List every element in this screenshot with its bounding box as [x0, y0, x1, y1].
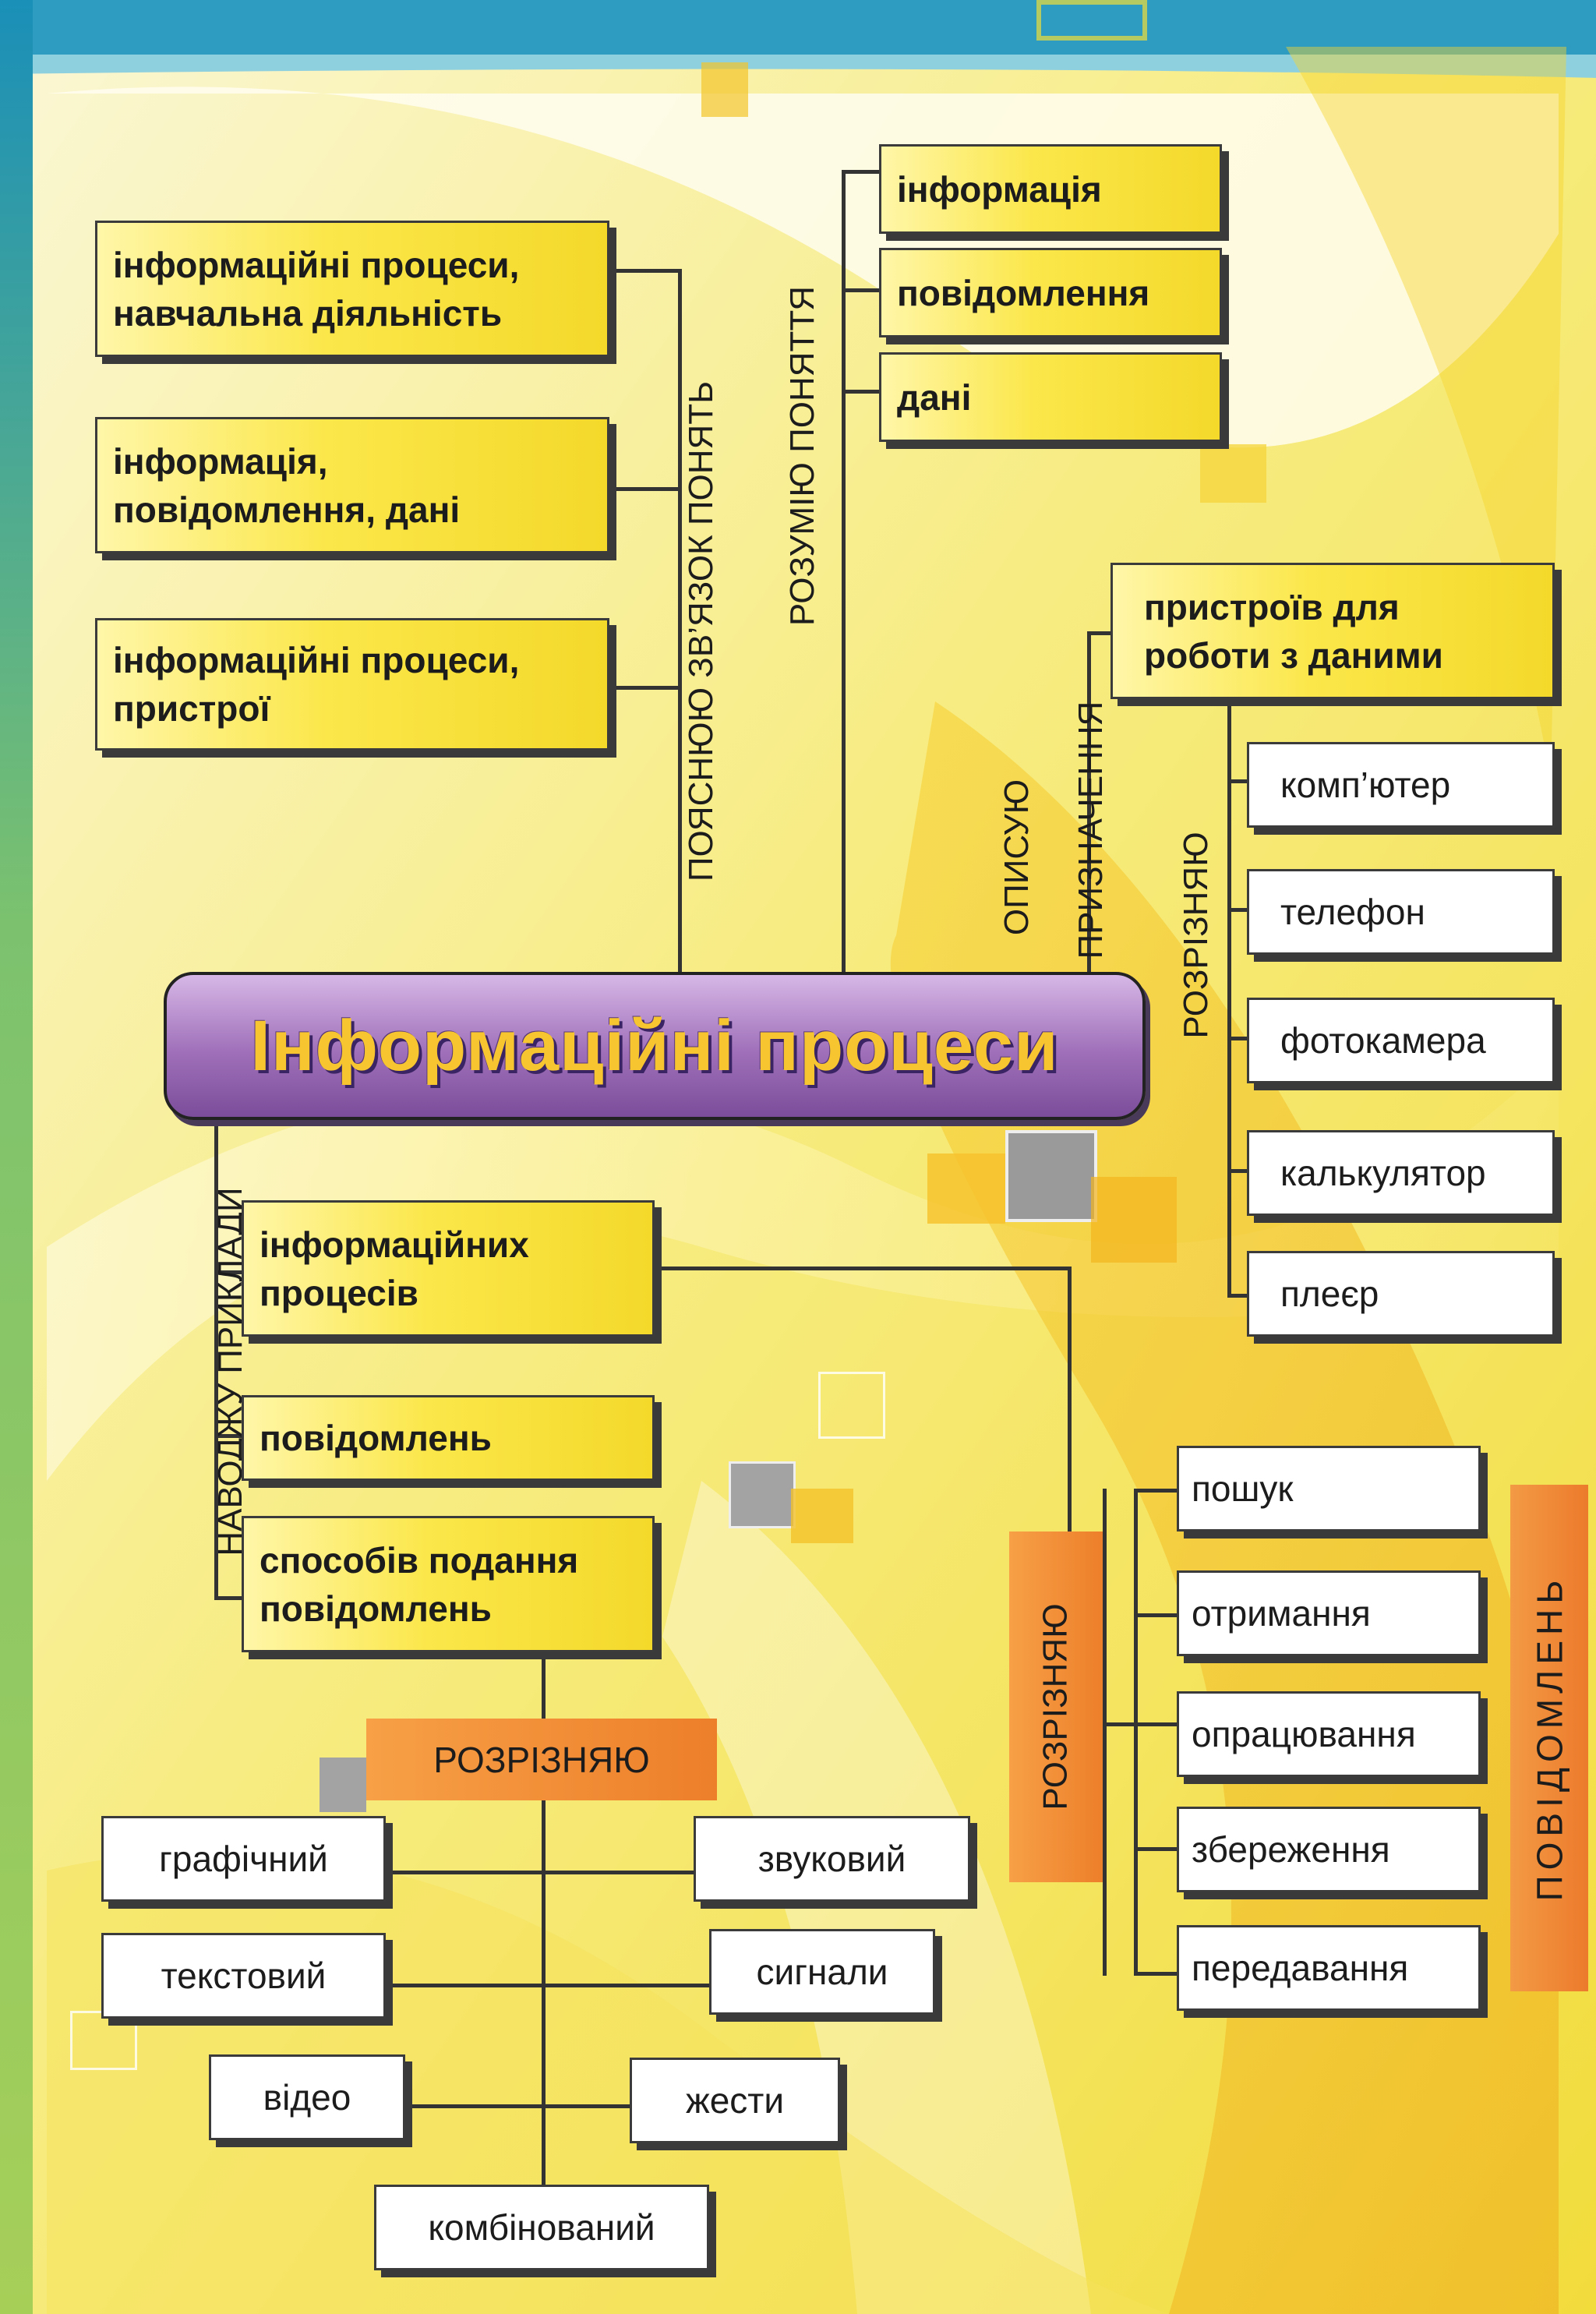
explain-item: інформація, повідомлення, дані: [95, 417, 609, 553]
device-item: телефон: [1247, 869, 1555, 955]
decorative-square: [701, 62, 748, 117]
title-banner: Інформаційні процеси: [164, 972, 1146, 1120]
connector: [608, 487, 680, 491]
connector: [1134, 1972, 1177, 1976]
process-item: опрацювання: [1177, 1691, 1481, 1777]
decorative-square: [729, 1461, 796, 1528]
method-item: сигнали: [709, 1929, 935, 2015]
label-distinguish-devices: РОЗРІЗНЯЮ: [1177, 807, 1216, 1064]
device-item: комп’ютер: [1247, 742, 1555, 828]
device-item: фотокамера: [1247, 998, 1555, 1083]
decorative-square: [1005, 1130, 1097, 1222]
connector: [386, 1984, 713, 1987]
example-item: інформаційних процесів: [242, 1200, 655, 1337]
connector: [1103, 1489, 1107, 1976]
device-item: калькулятор: [1247, 1130, 1555, 1216]
label-distinguish-methods: РОЗРІЗНЯЮ: [366, 1719, 717, 1800]
describe-target: пристроїв для роботи з даними: [1110, 563, 1555, 699]
decorative-square: [791, 1489, 853, 1543]
process-item: збереження: [1177, 1807, 1481, 1892]
connector: [842, 390, 881, 394]
diagram-title: Інформаційні процеси: [250, 1005, 1058, 1087]
decorative-square: [1091, 1177, 1177, 1263]
method-item: звуковий: [694, 1816, 970, 1902]
method-item: текстовий: [101, 1933, 386, 2019]
method-item: графічний: [101, 1816, 386, 1902]
connector: [608, 686, 680, 690]
label-distinguish-processes: РОЗРІЗНЯЮ: [1009, 1531, 1103, 1882]
method-item: жести: [630, 2058, 840, 2143]
label-describe-line1: ОПИСУЮ: [998, 740, 1036, 974]
decorative-square: [927, 1153, 1005, 1224]
label-explain: ПОЯСНЮЮ ЗВ’ЯЗОК ПОНЯТЬ: [682, 320, 721, 943]
decorative-square: [70, 2011, 137, 2070]
method-item: комбінований: [374, 2185, 709, 2270]
process-item: отримання: [1177, 1570, 1481, 1656]
connector: [386, 1871, 697, 1874]
decorative-square: [320, 1758, 366, 1812]
connector: [1227, 705, 1231, 1298]
decorative-square: [1036, 0, 1147, 41]
label-understand: РОЗУМІЮ ПОНЯТТЯ: [783, 261, 822, 651]
connector: [1134, 1489, 1177, 1493]
understand-item: повідомлення: [879, 248, 1222, 337]
process-item: передавання: [1177, 1925, 1481, 2011]
connector: [842, 288, 881, 292]
connector: [1103, 1722, 1177, 1726]
process-item: пошук: [1177, 1446, 1481, 1531]
example-item: способів подання повідомлень: [242, 1516, 655, 1652]
label-messages: ПОВІДОМЛЕНЬ: [1510, 1485, 1588, 1991]
explain-item: інформаційні процеси, пристрої: [95, 618, 609, 751]
understand-item: інформація: [879, 144, 1222, 234]
connector: [655, 1267, 1072, 1270]
label-describe-line2: ПРИЗНАЧЕННЯ: [1072, 666, 1110, 994]
decorative-square: [1200, 444, 1266, 503]
connector: [1134, 1847, 1177, 1851]
connector: [608, 269, 680, 273]
connector: [405, 2104, 631, 2108]
connector: [1068, 1267, 1072, 1531]
explain-item: інформаційні процеси, навчальна діяльніс…: [95, 221, 609, 357]
method-item: відео: [209, 2054, 405, 2140]
connector: [1134, 1489, 1138, 1976]
example-item: повідомлень: [242, 1395, 655, 1481]
connector: [1134, 1613, 1177, 1617]
understand-item: дані: [879, 352, 1222, 442]
device-item: плеєр: [1247, 1251, 1555, 1337]
connector: [842, 170, 881, 174]
decorative-square: [818, 1372, 885, 1439]
